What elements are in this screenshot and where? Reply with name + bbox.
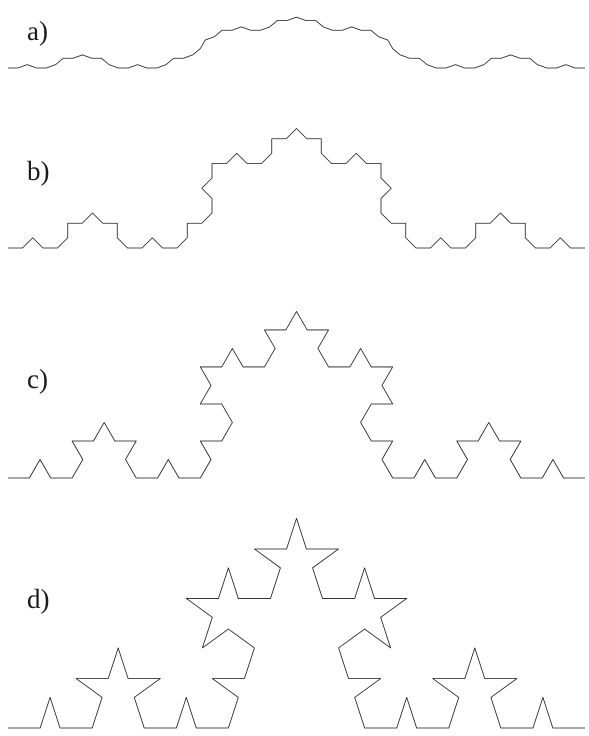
fractal-curve-c bbox=[8, 311, 585, 479]
panel-label-d: d) bbox=[27, 584, 50, 614]
fractal-curve-d bbox=[8, 517, 585, 729]
panel-label-b: b) bbox=[27, 156, 50, 186]
panel-label-a: a) bbox=[27, 16, 48, 46]
fractal-curve-a bbox=[8, 16, 585, 69]
panel-label-c: c) bbox=[27, 364, 48, 394]
fractal-curve-b bbox=[8, 128, 585, 249]
